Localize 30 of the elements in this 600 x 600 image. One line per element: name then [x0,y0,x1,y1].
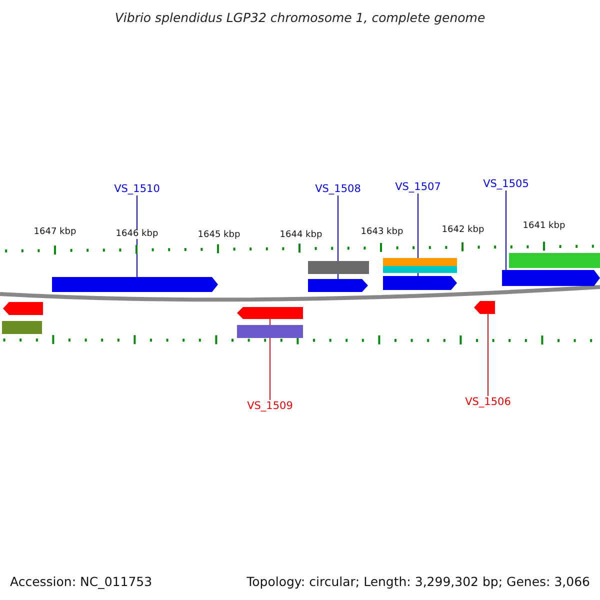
gene-feature [308,261,369,274]
gene-feature [474,301,495,314]
gene-feature [502,270,600,286]
gene-label: VS_1507 [395,182,441,192]
gene-feature [509,253,600,268]
gene-feature [383,258,457,266]
scale-label: 1647 kbp [34,228,76,237]
gene-feature [308,279,368,292]
scale-label: 1645 kbp [198,231,240,240]
gene-feature [383,276,457,290]
summary-text: Topology: circular; Length: 3,299,302 bp; Genes: 3,066 [246,576,590,588]
scale-label: 1641 kbp [522,222,566,231]
scale-label: 1642 kbp [442,226,484,235]
map-title: Vibrio splendidus LGP32 chromosome 1, complete genome [114,12,486,24]
gene-label: VS_1505 [483,179,529,190]
gene-label: VS_1509 [247,401,293,412]
leader-line [136,195,138,278]
gene-feature [383,266,457,273]
gene-feature [2,321,42,334]
scale-label: 1643 kbp [360,228,404,237]
gene-feature [52,277,218,292]
gene-feature [237,325,303,338]
gene-label: VS_1510 [114,184,160,194]
scale-label: 1644 kbp [280,231,322,240]
gene-feature [237,307,303,319]
gene-feature [3,302,43,315]
gene-label: VS_1508 [315,184,361,194]
accession-text: Accession: NC_011753 [10,576,152,588]
gene-label: VS_1506 [465,397,511,408]
scale-label: 1646 kbp [116,230,158,239]
